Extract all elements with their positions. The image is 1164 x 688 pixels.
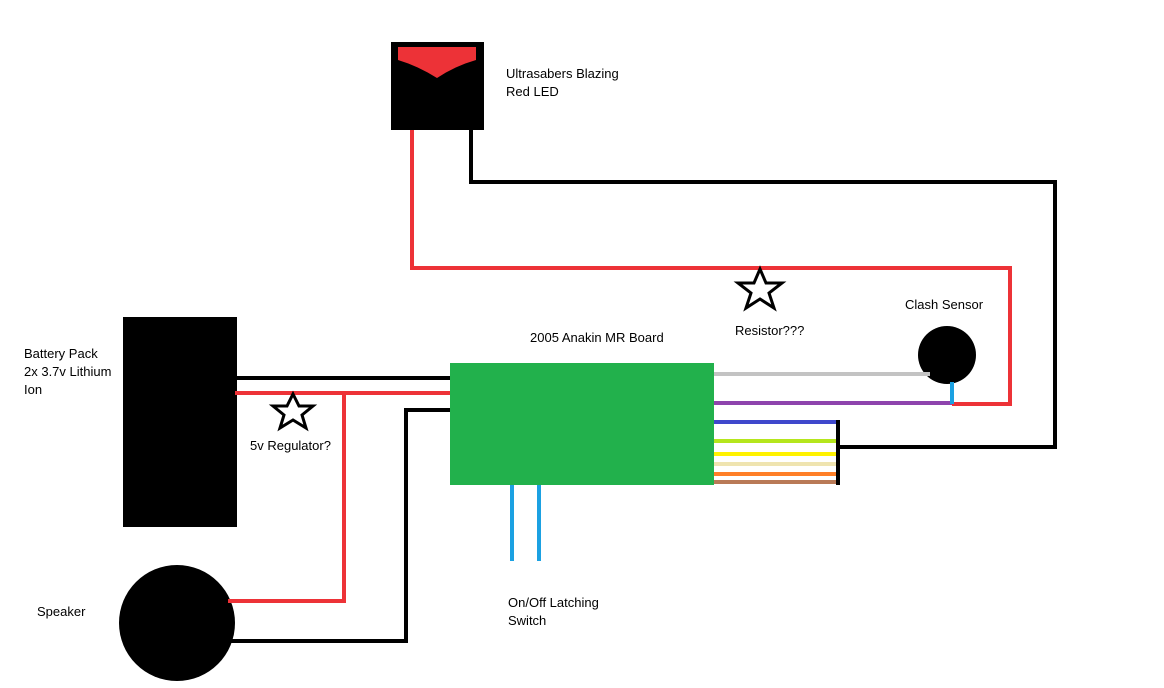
switch-label-line2: Switch: [508, 613, 547, 628]
battery-label-line3: Ion: [24, 382, 43, 397]
mr-board: [450, 363, 714, 485]
led-red-lens: [398, 47, 476, 78]
led-negative-wire: [469, 130, 1057, 449]
speaker-positive-wire: [228, 393, 346, 603]
resistor-label: Resistor???: [735, 323, 805, 338]
led-label-line1: Ultrasabers Blazing: [506, 66, 619, 81]
resistor-star-marker: [733, 265, 787, 312]
led-component: [391, 42, 484, 130]
speaker-label: Speaker: [37, 604, 86, 619]
switch-label-line1: On/Off Latching: [508, 595, 599, 610]
battery-label-line1: Battery Pack: [24, 346, 98, 361]
ribbon-wires: [714, 420, 838, 484]
battery-pack: [123, 317, 237, 527]
led-positive-wire: [410, 130, 1012, 406]
clash-sensor: [918, 326, 976, 384]
board-label: 2005 Anakin MR Board: [530, 330, 664, 345]
regulator-star-marker: [268, 390, 318, 432]
led-label-line2: Red LED: [506, 84, 559, 99]
regulator-label: 5v Regulator?: [250, 438, 331, 453]
speaker: [119, 565, 235, 681]
speaker-negative-wire: [228, 408, 450, 643]
clash-sensor-label: Clash Sensor: [905, 297, 984, 312]
battery-label-line2: 2x 3.7v Lithium: [24, 364, 112, 379]
